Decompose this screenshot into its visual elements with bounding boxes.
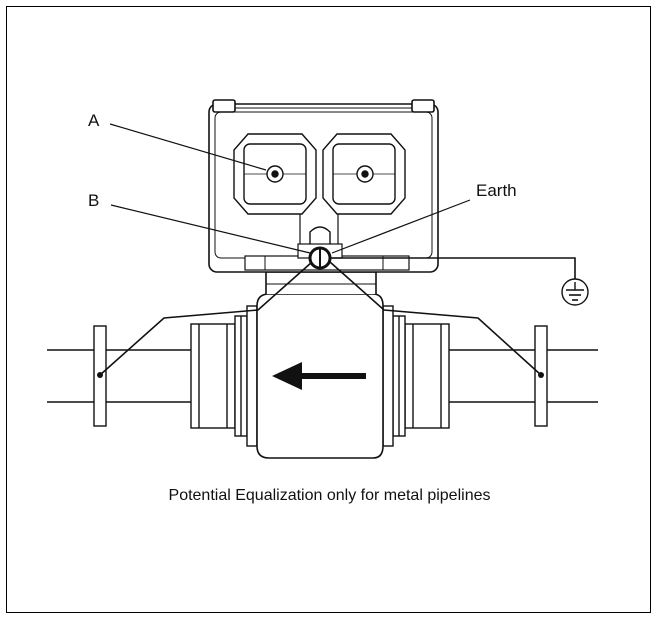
diagram-caption: Potential Equalization only for metal pi…: [168, 487, 491, 504]
right-cable-gland: [322, 133, 406, 244]
left-cable-gland: [233, 133, 317, 244]
label-a: A: [88, 111, 100, 130]
leader-lines: [109, 123, 471, 254]
equalization-wires: [99, 257, 576, 376]
right-pipe: [449, 349, 598, 403]
left-flange-contact: [97, 372, 103, 378]
left-connection: [190, 305, 258, 447]
label-earth: Earth: [476, 181, 517, 200]
right-flange-contact: [538, 372, 544, 378]
label-b: B: [88, 191, 99, 210]
ground-symbol-icon: [561, 278, 589, 306]
left-pipe: [47, 349, 191, 403]
sensor-body: [256, 271, 384, 459]
diagram-frame: [6, 6, 651, 613]
flow-direction-arrow-icon: [272, 362, 366, 390]
right-connection: [382, 305, 450, 447]
